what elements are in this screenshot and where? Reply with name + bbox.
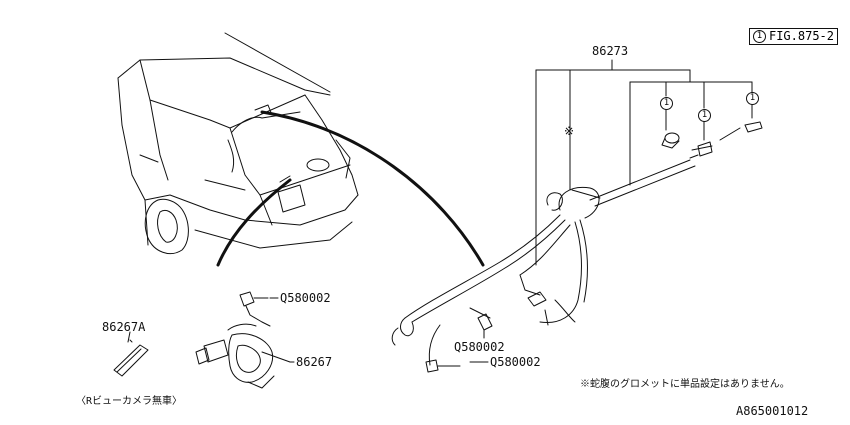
figure-ref-circle: 1: [752, 30, 766, 43]
figure-ref-label: FIG.875-2: [768, 29, 834, 43]
ref-circle-3: 1: [746, 92, 759, 105]
harness-bracket: [535, 59, 753, 266]
callout-86267[interactable]: 86267: [296, 355, 333, 369]
leader-arc-right: [260, 110, 485, 267]
callout-q580002-mid[interactable]: Q580002: [454, 340, 505, 354]
callout-86267a[interactable]: 86267A: [102, 320, 146, 334]
figure-reference-box[interactable]: 1 FIG.875-2: [748, 28, 838, 45]
harness-assembly: [391, 121, 763, 373]
callout-q580002-top[interactable]: Q580002: [280, 291, 331, 305]
connector-top-illustration: [239, 291, 271, 327]
ref-circle-2: 1: [698, 109, 711, 122]
grommet-note: ※蛇腹のグロメットに単品設定はありません。: [580, 379, 790, 390]
leader-arc-left: [216, 178, 292, 267]
garnish-illustration: [113, 339, 149, 377]
callout-q580002-bottom[interactable]: Q580002: [490, 355, 541, 369]
asterisk-marker: ※: [564, 124, 575, 138]
ref-circle-1: 1: [660, 97, 673, 110]
vehicle-illustration: [117, 32, 359, 254]
diagram-code: A865001012: [736, 404, 809, 418]
camera-illustration: [195, 323, 291, 389]
camera-condition-note: 〈Rビューカメラ無車〉: [76, 396, 183, 407]
callout-86273[interactable]: 86273: [592, 44, 629, 58]
